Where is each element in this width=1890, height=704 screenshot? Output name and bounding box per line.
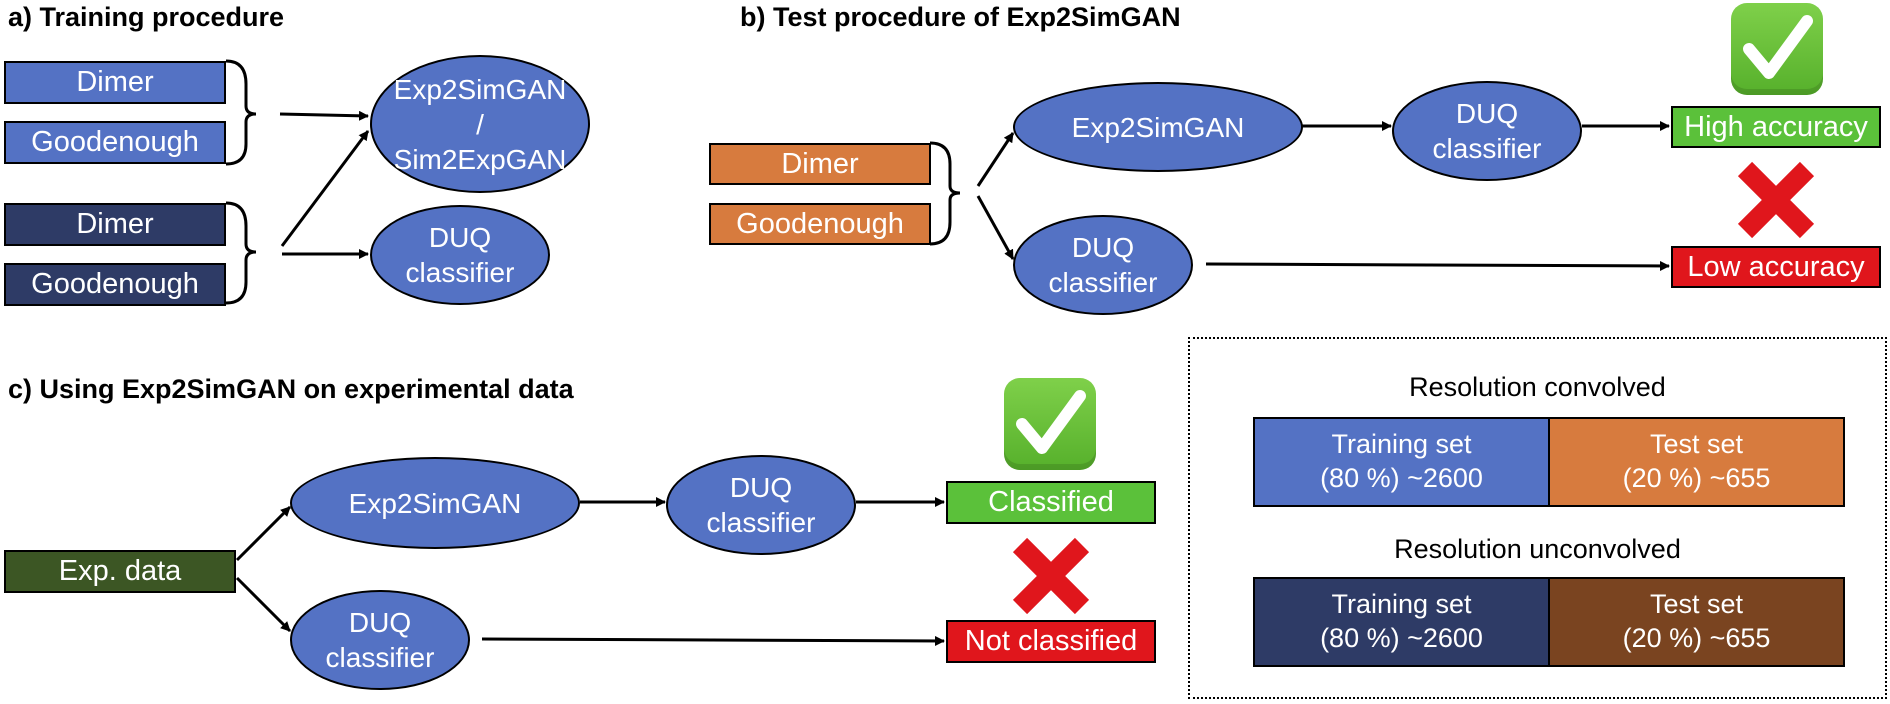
brace-b [929,141,961,246]
panel-c-exp-data-label: Exp. data [58,555,182,587]
arrow-a-brace-to-gan [279,110,369,121]
panel-b-duq-bottom-line2: classifier [1048,267,1158,298]
panel-a-gan-line2: / [476,108,484,140]
legend-unconvolved-test-line1: Test set [1649,589,1744,620]
arrow-b-duq-to-low [1205,260,1670,271]
panel-a-dimer-convolved-box: Dimer [4,61,226,104]
panel-b-duq-top-line1: DUQ [1455,98,1519,129]
panel-c-duq-top-node: DUQ classifier [666,455,856,555]
panel-b-duq-bottom-line1: DUQ [1071,232,1135,263]
panel-b-check-mark-icon [1731,3,1823,95]
arrow-c-exp-to-gan [235,505,292,562]
panel-a-goodenough-convolved-label: Goodenough [31,126,199,158]
arrow-a-brace-to-gan-diag [280,130,370,247]
legend-convolved-test-cell: Test set (20 %) ~655 [1548,417,1845,507]
legend-unconvolved-test-cell: Test set (20 %) ~655 [1548,577,1845,667]
panel-b-high-accuracy-box: High accuracy [1671,106,1881,148]
panel-a-goodenough-convolved-box: Goodenough [4,121,226,164]
panel-a-title: a) Training procedure [8,2,285,32]
panel-b-low-accuracy-label: Low accuracy [1687,250,1865,283]
panel-c-not-classified-label: Not classified [964,625,1138,657]
legend-unconvolved-training-line2: (80 %) ~2600 [1320,623,1483,653]
legend-convolved-test-line1: Test set [1649,429,1744,460]
panel-c-duq-bottom-node: DUQ classifier [290,590,470,690]
panel-a-goodenough-unconvolved-label: Goodenough [31,268,199,300]
panel-a-dimer-unconvolved-label: Dimer [76,208,154,240]
panel-c-classified-box: Classified [946,481,1156,524]
panel-a-dimer-convolved-label: Dimer [76,66,154,98]
legend-unconvolved-training-cell: Training set (80 %) ~2600 [1253,577,1550,667]
panel-b-gan-node: Exp2SimGAN [1013,82,1303,172]
panel-a-duq-node: DUQ classifier [370,205,550,305]
panel-a-gan-line1: Exp2SimGAN [393,73,567,105]
panel-a-goodenough-unconvolved-box: Goodenough [4,263,226,306]
brace-a-bottom [225,201,257,305]
panel-a-duq-line1: DUQ [428,222,492,253]
legend-unconvolved-test-line2: (20 %) ~655 [1622,623,1771,653]
legend-convolved-test-line2: (20 %) ~655 [1622,463,1771,493]
legend-convolved-title: Resolution convolved [1409,372,1666,402]
panel-c-exp-data-box: Exp. data [4,550,236,593]
panel-c-check-mark-icon [1004,378,1096,470]
panel-b-title: b) Test procedure of Exp2SimGAN [740,2,1181,32]
arrow-b-brace-to-duq [976,195,1015,260]
brace-a-top [225,59,257,166]
legend-convolved-training-line1: Training set [1331,429,1472,460]
panel-c-gan-node: Exp2SimGAN [290,457,580,549]
panel-c-duq-top-line1: DUQ [729,472,793,503]
arrow-b-brace-to-gan [976,132,1015,187]
panel-b-gan-label: Exp2SimGAN [1071,111,1245,143]
panel-c-duq-bottom-line1: DUQ [348,607,412,638]
panel-b-goodenough-box: Goodenough [709,203,931,245]
panel-b-dimer-label: Dimer [781,147,859,180]
panel-c-classified-label: Classified [988,486,1114,518]
panel-c-gan-label: Exp2SimGAN [348,487,522,519]
panel-a-dimer-unconvolved-box: Dimer [4,203,226,246]
legend-unconvolved-training-line1: Training set [1331,589,1472,620]
legend-convolved-training-line2: (80 %) ~2600 [1320,463,1483,493]
panel-b-low-accuracy-box: Low accuracy [1671,246,1881,288]
panel-b-duq-bottom-node: DUQ classifier [1013,215,1193,315]
legend-unconvolved-title: Resolution unconvolved [1394,534,1681,564]
arrow-c-duq-to-notclassified [481,635,945,646]
panel-b-duq-top-line2: classifier [1432,133,1542,164]
panel-c-duq-bottom-line2: classifier [325,642,435,673]
panel-b-cross-mark-icon [1735,159,1817,241]
panel-a-duq-line2: classifier [405,257,515,288]
arrow-c-exp-to-duq [235,576,292,633]
panel-c-not-classified-box: Not classified [946,620,1156,663]
dataset-split-legend: Resolution convolved Training set (80 %)… [1188,337,1887,699]
panel-c-duq-top-line2: classifier [706,507,816,538]
panel-b-goodenough-label: Goodenough [736,207,904,240]
panel-b-high-accuracy-label: High accuracy [1684,110,1868,143]
panel-b-duq-top-node: DUQ classifier [1392,81,1582,181]
panel-c-cross-mark-icon [1010,535,1092,617]
panel-b-dimer-box: Dimer [709,143,931,185]
panel-a-gan-line3: Sim2ExpGAN [393,143,567,175]
panel-a-gan-node: Exp2SimGAN / Sim2ExpGAN [370,55,590,193]
panel-c-title: c) Using Exp2SimGAN on experimental data [8,374,574,404]
legend-convolved-training-cell: Training set (80 %) ~2600 [1253,417,1550,507]
